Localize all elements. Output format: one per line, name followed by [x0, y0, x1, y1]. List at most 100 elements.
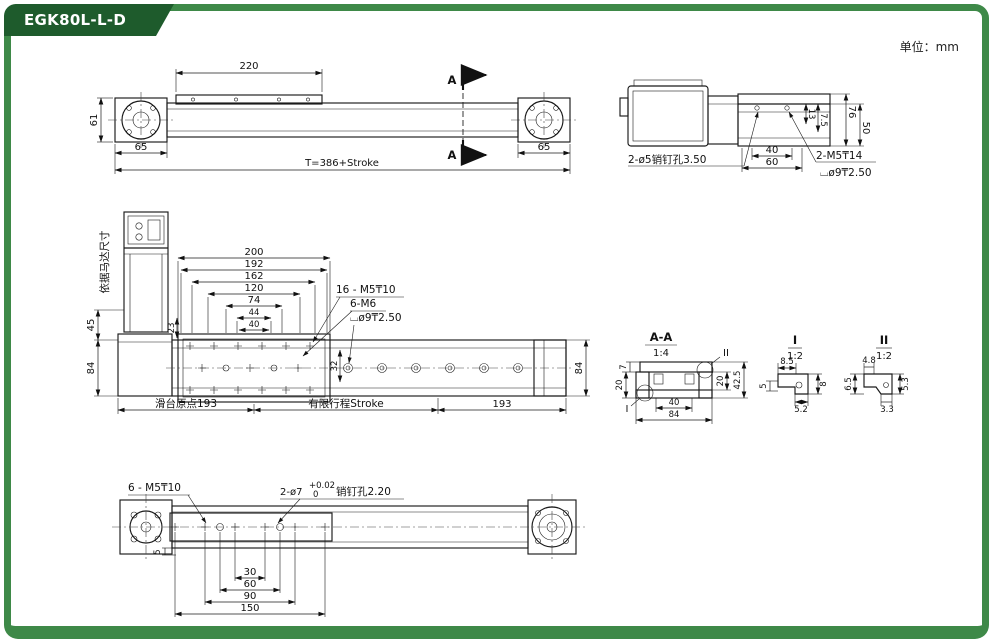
dim-label-40-section: 40	[669, 398, 680, 408]
unit-label: 单位：mm	[899, 40, 959, 54]
bottom-dim-chain: 滑台原点193 有限行程Stroke 193	[117, 397, 567, 414]
motor-note-label: 依据马达尺寸	[98, 231, 111, 294]
bottom-view-geometry	[112, 494, 586, 560]
detail-marker-1: I	[626, 384, 654, 415]
tolerance-lower: 0	[313, 490, 318, 500]
dim-label-50: 50	[860, 122, 871, 135]
dim-label-44: 44	[249, 308, 260, 318]
dim-84-plan-right: 84	[566, 339, 590, 397]
dim-label-65-right: 65	[538, 142, 551, 153]
dim-label-30: 30	[244, 567, 257, 578]
bottom-view: 6 - M5₸10 2-ø7 +0.02 0 销钉孔2.20	[112, 481, 586, 617]
detail-1-dims: 8.5 5 5.2 8	[759, 357, 829, 415]
detail-1-scale: 1:2	[787, 351, 803, 362]
dim-label-7: 7	[619, 364, 629, 369]
dim-23: 23	[167, 317, 180, 339]
callout-6-m6-label: 6-M6	[350, 298, 377, 310]
dim-40-end: 40	[751, 145, 793, 160]
dim-label-84-right: 84	[574, 362, 585, 375]
section-arrow-bottom: A	[448, 140, 488, 167]
dim-label-200: 200	[244, 247, 263, 258]
detail-marker-1-label: I	[626, 404, 629, 415]
callout-6-m6: 6-M6	[302, 298, 386, 357]
dim-50: 50	[830, 103, 871, 147]
dim-chain-90: 90	[204, 532, 296, 605]
callout-dowel-pins: 2-ø5销钉孔3.50	[628, 111, 759, 167]
side-view-geometry	[108, 92, 577, 148]
end-view: 76 50 13 7.5 40	[619, 79, 876, 179]
dim-label-84-left: 84	[86, 362, 97, 375]
callout-pin-prefix: 2-ø7	[280, 487, 302, 498]
dim-7-section: 7	[619, 361, 640, 372]
dim-label-origin: 滑台原点193	[155, 397, 217, 410]
dim-chain-60: 60	[219, 532, 281, 593]
section-label-a-top: A	[448, 73, 457, 87]
dim-label-7-5: 7.5	[818, 113, 828, 127]
detail-2-title: II	[880, 333, 889, 347]
dim-220: 220	[175, 61, 323, 92]
dim-label-192: 192	[244, 259, 263, 270]
dim-76: 76	[830, 93, 864, 147]
section-title: A-A 1:4	[645, 330, 677, 359]
dim-label-193: 193	[492, 399, 511, 410]
dim-65-right: 65	[517, 142, 571, 158]
dim-label-84-section: 84	[669, 410, 680, 420]
side-view: 220 61 65 65	[89, 61, 577, 174]
dim-label-5: 5	[153, 549, 163, 554]
callout-6-m5: 6 - M5₸10	[128, 482, 207, 524]
callout-6-m5-label: 6 - M5₸10	[128, 482, 181, 494]
dim-chain-30: 30	[234, 532, 266, 581]
dim-label-20-right: 20	[716, 376, 726, 387]
dim-65-left: 65	[114, 139, 168, 158]
dim-20-section-left: 20	[615, 371, 636, 399]
detail-1-title: I	[793, 333, 797, 347]
dim-32: 32	[330, 349, 343, 383]
dim-label-32: 32	[330, 361, 340, 372]
detail-1-dim-right: 8	[819, 381, 829, 386]
section-view: A-A 1:4 II I	[615, 330, 748, 424]
dim-60-end: 60	[741, 148, 803, 172]
dim-label-76: 76	[846, 106, 857, 119]
section-scale-label: 1:4	[653, 348, 669, 359]
end-view-geometry	[619, 79, 831, 147]
page-title: EGK80L-L-D	[24, 11, 127, 29]
dim-label-40: 40	[249, 320, 260, 330]
dim-label-42-5: 42.5	[733, 371, 743, 390]
dim-label-stroke: 有限行程Stroke	[308, 397, 383, 410]
page-tab: EGK80L-L-D	[4, 4, 174, 36]
dim-label-61: 61	[89, 114, 100, 127]
dim-42-5: 42.5	[712, 361, 748, 399]
dim-label-74: 74	[248, 295, 261, 306]
callout-cbore-label: ⌴ø9₸2.50	[820, 167, 872, 179]
detail-2-dim-top: 4.8	[862, 356, 876, 366]
dim-45: 45	[86, 309, 124, 341]
plan-view-geometry	[117, 211, 572, 403]
dim-61: 61	[89, 97, 113, 143]
detail-marker-2-label: II	[723, 348, 729, 359]
dim-label-90: 90	[244, 591, 257, 602]
dim-label-23: 23	[167, 323, 177, 334]
dim-20-section-right: 20	[712, 371, 731, 391]
callout-cbore-plan: ⌴ø9₸2.50	[347, 312, 402, 364]
dim-13: 13	[803, 103, 816, 125]
detail-2-dim-right: 5.3	[901, 377, 911, 391]
dim-chain-200: 200	[177, 247, 331, 333]
callout-pin-suffix: 销钉孔2.20	[336, 485, 391, 498]
dim-label-150: 150	[240, 603, 259, 614]
tolerance-upper: +0.02	[309, 481, 335, 491]
dim-label-60-end: 60	[766, 157, 779, 168]
dim-chain-74: 74	[225, 295, 283, 333]
dim-label-162: 162	[244, 271, 263, 282]
dim-chain-192: 192	[180, 259, 328, 333]
callout-pin-label: 2-ø5销钉孔3.50	[628, 153, 706, 166]
callout-dowel-holes: 2-ø7 +0.02 0 销钉孔2.20	[277, 481, 404, 524]
callout-screw-label: 2-M5₸14	[816, 150, 863, 162]
detail-1-dim-top: 8.5	[780, 357, 794, 367]
dim-7-5: 7.5	[815, 103, 828, 133]
dim-chain-150: 150	[174, 532, 326, 617]
dim-chain-120: 120	[207, 283, 301, 333]
detail-1: I 1:2 8.5 5 5.2 8	[759, 333, 829, 415]
detail-2-dim-bottom: 3.3	[880, 405, 894, 415]
detail-1-dim-left: 5	[759, 383, 769, 388]
